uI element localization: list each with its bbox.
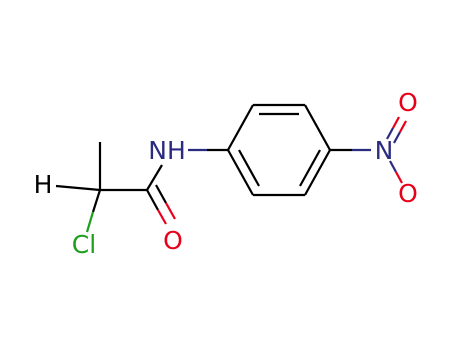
atom-o-carbonyl: O xyxy=(163,226,183,255)
atom-nh: NH xyxy=(148,136,186,165)
bond-n-o-bottom-a xyxy=(389,160,397,173)
bond-c-o-2 xyxy=(155,184,167,204)
atom-n-nitro: N xyxy=(375,136,394,165)
bond-c-o-2b xyxy=(165,202,176,220)
atom-cl: Cl xyxy=(72,230,96,259)
bond-n-o-top-1b xyxy=(392,116,400,129)
ring-bond xyxy=(304,149,331,196)
ring-inner-bond xyxy=(299,149,321,187)
benzene-ring xyxy=(227,103,331,197)
atom-labels: H Cl O NH N O O xyxy=(34,88,418,259)
bond-n-o-top-2b xyxy=(399,120,407,133)
bond-c-cl-a xyxy=(91,189,102,213)
atom-o-nitro-bottom: O xyxy=(398,179,418,208)
bond-c-o-1 xyxy=(146,189,159,211)
bonds xyxy=(55,103,407,233)
bond-c-h xyxy=(55,184,101,192)
atom-h: H xyxy=(34,170,53,199)
atom-o-nitro-top: O xyxy=(398,88,418,117)
bond-c-cl-b xyxy=(85,211,95,233)
ring-inner-bond xyxy=(238,149,260,187)
ring-bond xyxy=(304,104,331,151)
bond-n-o-top-2 xyxy=(393,131,401,144)
ring-bond xyxy=(227,149,254,196)
bond-c-o-1b xyxy=(157,209,167,225)
ring-bond xyxy=(227,104,254,151)
bond-c-n xyxy=(146,164,163,191)
bond-n-o-top-1 xyxy=(386,127,394,140)
bond-n-o-bottom-b xyxy=(395,171,403,184)
